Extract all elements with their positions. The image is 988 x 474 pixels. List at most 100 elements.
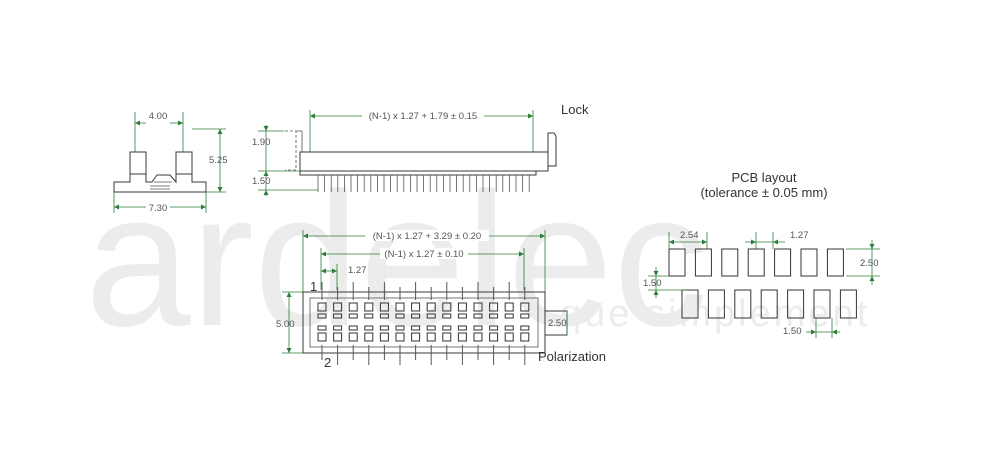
contact-lower: [520, 332, 530, 342]
contact-lower: [364, 332, 374, 342]
contact-upper: [395, 302, 405, 312]
front-pins: [317, 175, 530, 192]
pcb-title: PCB layout: [731, 170, 796, 185]
pcb-pad-bottom: [707, 289, 725, 319]
dim-top-height: 5.00: [276, 319, 295, 330]
contact-upper: [520, 302, 530, 312]
contact-upper-tab: [317, 313, 327, 319]
contact-upper: [457, 302, 467, 312]
dim-top-polar: 2.50: [548, 318, 567, 329]
contact-lower-tab: [395, 325, 405, 331]
contact-lower: [411, 332, 421, 342]
contact-upper-tab: [489, 313, 499, 319]
contact-lower: [473, 332, 483, 342]
contact-lower: [379, 332, 389, 342]
pin-1-label: 1: [310, 279, 317, 294]
label-polarization: Polarization: [538, 349, 606, 364]
pcb-pads: [668, 248, 857, 319]
dim-front-length: (N-1) x 1.27 + 1.79 ± 0.15: [369, 111, 477, 122]
label-lock: Lock: [561, 102, 589, 117]
pcb-pad-top: [800, 248, 818, 277]
dim-top-pitch: 1.27: [348, 265, 367, 276]
contact-lower: [333, 332, 343, 342]
side-body: [113, 173, 207, 193]
pcb-tolerance: (tolerance ± 0.05 mm): [700, 185, 827, 200]
pcb-pad-bottom: [734, 289, 752, 319]
contact-upper: [489, 302, 499, 312]
contact-lower-tab: [442, 325, 452, 331]
pcb-pad-top: [826, 248, 844, 277]
contact-lower-tab: [411, 325, 421, 331]
dim-top-pins: (N-1) x 1.27 ± 0.10: [384, 249, 463, 260]
contact-lower: [348, 332, 358, 342]
contact-upper: [379, 302, 389, 312]
contact-upper: [411, 302, 421, 312]
contact-lower-tab: [364, 325, 374, 331]
pcb-pad-bottom: [681, 289, 699, 319]
contact-upper: [426, 302, 436, 312]
contact-lower: [504, 332, 514, 342]
contact-upper-tab: [333, 313, 343, 319]
contact-upper: [333, 302, 343, 312]
dim-pcb-pitch: 1.27: [790, 230, 809, 241]
dim-side-width-bottom: 7.30: [149, 203, 168, 214]
watermark-tagline: que simplement: [560, 293, 870, 335]
contact-lower-tab: [379, 325, 389, 331]
pcb-pad-top: [747, 248, 765, 277]
contact-lower: [489, 332, 499, 342]
pcb-layout: PCB layout (tolerance ± 0.05 mm) 2.54 1.…: [643, 170, 880, 338]
contact-upper: [442, 302, 452, 312]
contact-upper-tab: [364, 313, 374, 319]
contact-lower: [457, 332, 467, 342]
contact-upper-tab: [379, 313, 389, 319]
dim-top-overall: (N-1) x 1.27 + 3.29 ± 0.20: [373, 231, 481, 242]
dim-pcb-pad-width: 1.50: [783, 326, 802, 337]
contact-upper-tab: [442, 313, 452, 319]
contact-upper-tab: [504, 313, 514, 319]
contact-lower-tab: [457, 325, 467, 331]
pcb-pad-bottom: [787, 289, 805, 319]
contact-lower-tab: [348, 325, 358, 331]
watermark: ardelec que simplement: [85, 154, 870, 366]
dim-side-width-top: 4.00: [149, 111, 168, 122]
pcb-pad-bottom: [760, 289, 778, 319]
contact-upper-tab: [395, 313, 405, 319]
contact-lower: [395, 332, 405, 342]
contact-upper-tab: [473, 313, 483, 319]
dim-pcb-offset: 1.50: [643, 278, 662, 289]
contact-upper: [348, 302, 358, 312]
contact-lower-tab: [317, 325, 327, 331]
contact-upper-tab: [520, 313, 530, 319]
contact-upper: [317, 302, 327, 312]
contact-lower: [426, 332, 436, 342]
contact-upper: [504, 302, 514, 312]
dim-front-lower: 1.50: [252, 176, 271, 187]
pcb-pad-top: [774, 248, 792, 277]
contact-lower-tab: [426, 325, 436, 331]
top-view: (N-1) x 1.27 + 3.29 ± 0.20 (N-1) x 1.27 …: [276, 230, 606, 370]
side-view: 4.00 5.25 7.30: [113, 111, 228, 214]
dim-pcb-row-pitch: 2.54: [680, 230, 699, 241]
contact-lower-tab: [473, 325, 483, 331]
contact-upper-tab: [348, 313, 358, 319]
pcb-pad-top: [668, 248, 686, 277]
pcb-pad-top: [694, 248, 712, 277]
contact-upper-tab: [426, 313, 436, 319]
dim-pcb-pad-height: 2.50: [860, 258, 879, 269]
front-view: (N-1) x 1.27 + 1.79 ± 0.15 Lock 1.90 1.5…: [252, 102, 589, 196]
dim-front-upper: 1.90: [252, 137, 271, 148]
dim-side-height: 5.25: [209, 155, 228, 166]
pcb-pad-bottom: [839, 289, 857, 319]
contact-upper: [473, 302, 483, 312]
contact-upper: [364, 302, 374, 312]
contact-upper-tab: [457, 313, 467, 319]
contact-lower: [442, 332, 452, 342]
contact-lower-tab: [333, 325, 343, 331]
contact-lower: [317, 332, 327, 342]
pcb-pad-top: [721, 248, 739, 277]
contact-upper-tab: [411, 313, 421, 319]
contact-lower-tab: [504, 325, 514, 331]
contact-lower-tab: [520, 325, 530, 331]
